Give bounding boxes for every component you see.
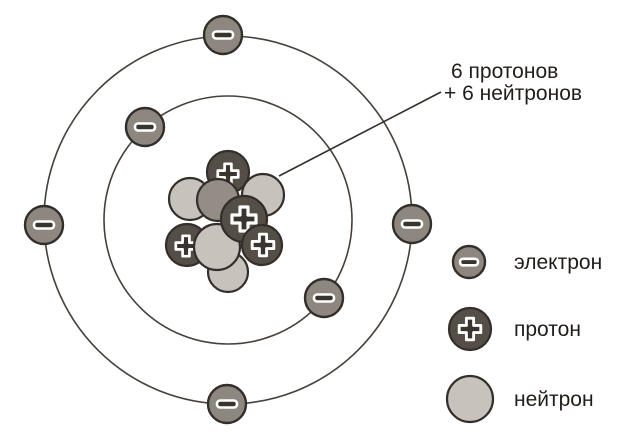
electron-particle	[391, 203, 433, 245]
plus-icon	[174, 234, 198, 258]
legend-item-electron: электрон	[451, 244, 602, 280]
annotation-line1: 6 протонов	[451, 60, 558, 83]
inner-orbit	[103, 95, 353, 345]
legend-item-proton: протон	[447, 306, 581, 352]
electron-particle	[202, 14, 244, 56]
minus-icon	[32, 220, 56, 230]
minus-icon	[133, 122, 157, 132]
legend-label-proton: протон	[514, 318, 581, 341]
legend: электрон протон нейтрон	[445, 244, 602, 424]
plus-icon	[250, 232, 276, 258]
annotation-line2: + 6 нейтронов	[444, 82, 582, 105]
minus-icon	[211, 30, 235, 40]
electron-outer-shell	[23, 14, 433, 425]
legend-label-neutron: нейтрон	[514, 388, 594, 411]
electron-inner-shell	[124, 106, 345, 319]
minus-icon	[400, 219, 424, 229]
minus-icon	[312, 293, 336, 303]
minus-icon	[458, 257, 480, 267]
legend-label-electron: электрон	[514, 251, 602, 274]
plus-icon	[457, 316, 483, 342]
legend-item-neutron: нейтрон	[445, 374, 594, 424]
electron-particle	[206, 383, 248, 425]
annotation-pointer-line	[278, 91, 442, 177]
minus-icon	[215, 399, 239, 409]
nucleus-annotation: 6 протонов + 6 нейтронов	[444, 60, 582, 105]
electron-particle	[23, 204, 65, 246]
electron-particle	[124, 106, 166, 148]
electron-particle	[303, 277, 345, 319]
nucleus	[164, 149, 286, 294]
